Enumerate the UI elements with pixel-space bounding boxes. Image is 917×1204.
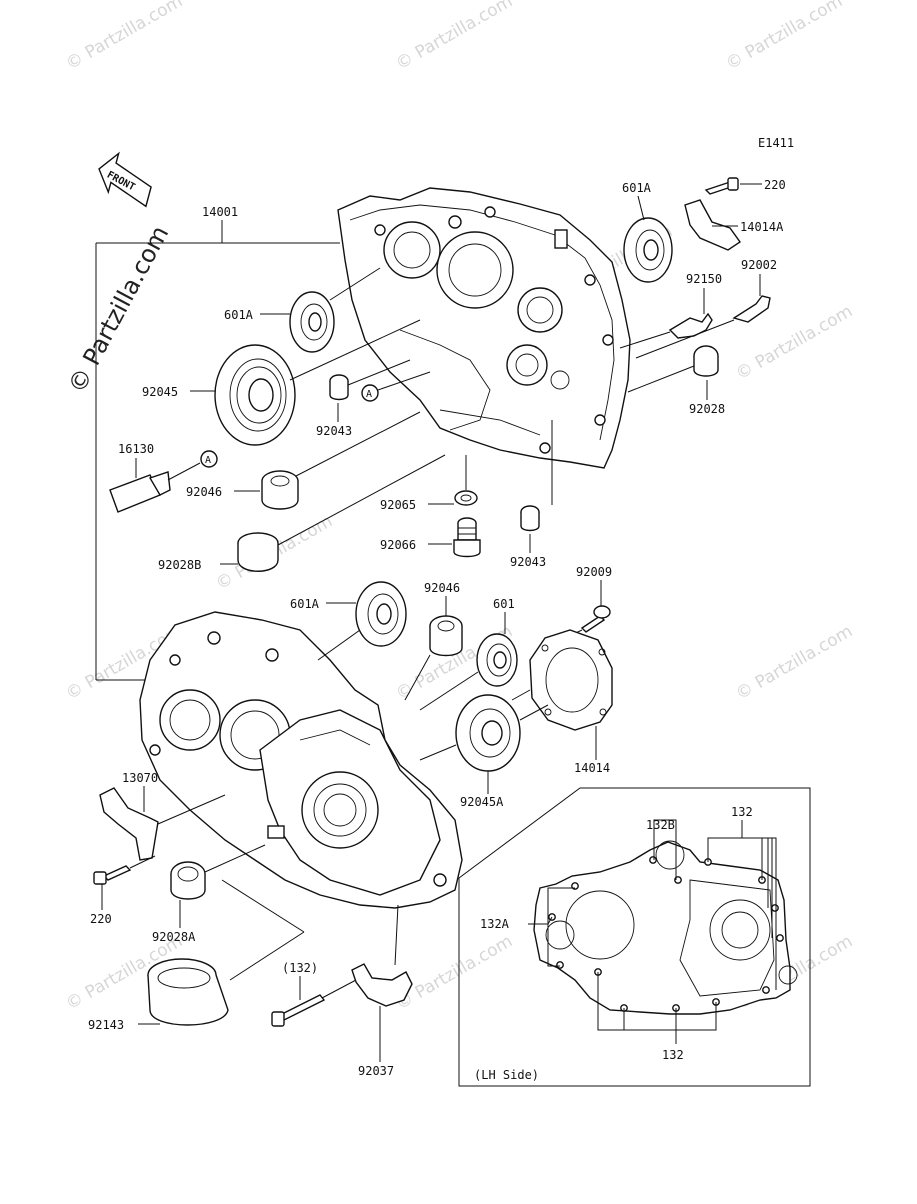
valve-16130	[109, 471, 171, 513]
watermark-text: © Partzilla.com	[63, 0, 187, 74]
watermark-text: © Partzilla.com	[733, 621, 857, 704]
bolt-220-top	[704, 177, 739, 195]
dowel-92043-b	[520, 505, 540, 532]
callout-92065: 92065	[380, 498, 416, 512]
cap-92028	[693, 345, 719, 377]
bearing-601A-top	[623, 217, 673, 283]
marker-A-label: A	[205, 455, 211, 466]
callout-14014: 14014	[574, 761, 610, 775]
seal-92028A	[170, 861, 206, 900]
callout-132B: 132B	[646, 818, 675, 832]
collar-92046-b	[429, 615, 463, 657]
callout-16130: 16130	[118, 442, 154, 456]
callout-601A-top: 601A	[622, 181, 652, 195]
drain-plug-92066	[453, 517, 481, 558]
inset-lh-side	[458, 787, 811, 1087]
callout-92046-b: 92046	[424, 581, 460, 595]
screw-92009	[580, 605, 611, 633]
bearing-601A-mid	[355, 581, 407, 647]
marker-A-label: A	[366, 389, 372, 400]
callout-132-bottom: 132	[662, 1048, 684, 1062]
bracket-13070	[99, 787, 159, 861]
stud-92150	[668, 312, 713, 339]
bearing-92045	[214, 344, 296, 446]
callout-92028A: 92028A	[152, 930, 196, 944]
reference-marker-A	[361, 384, 379, 402]
callout-13070: 13070	[122, 771, 158, 785]
callout-92009: 92009	[576, 565, 612, 579]
bolt-220-bottom	[93, 865, 132, 885]
callout-92143: 92143	[88, 1018, 124, 1032]
callout-92045: 92045	[142, 385, 178, 399]
callout-92046-a: 92046	[186, 485, 222, 499]
crankcase-left-half	[139, 611, 463, 909]
callout-601A-mid: 601A	[290, 597, 320, 611]
bearing-601A-left	[289, 291, 335, 353]
watermark-text: © Partzilla.com	[393, 0, 517, 74]
bearing-601	[476, 633, 518, 687]
watermark-text: © Partzilla.com	[393, 931, 517, 1014]
callout-132-top: 132	[731, 805, 753, 819]
ring-92143	[147, 958, 229, 1026]
cover-14014	[529, 629, 613, 731]
bracket-14001	[95, 220, 340, 681]
callout-92028B: 92028B	[158, 558, 201, 572]
washer-92065	[454, 490, 478, 506]
callout-601A-left: 601A	[224, 308, 254, 322]
cap-92028B	[237, 532, 279, 572]
reference-marker-A-lower	[200, 450, 218, 468]
bolt-132	[271, 994, 326, 1027]
diagram-code: E1411	[758, 136, 794, 150]
watermark-text: © Partzilla.com	[723, 0, 847, 74]
dowel-92043-a	[329, 374, 349, 401]
callout-220-top: 220	[764, 178, 786, 192]
bearing-92045A	[455, 694, 521, 772]
bolt-92002	[732, 295, 771, 323]
callout-92043-b: 92043	[510, 555, 546, 569]
callout-601: 601	[493, 597, 515, 611]
callout-92002: 92002	[741, 258, 777, 272]
callout-92037: 92037	[358, 1064, 394, 1078]
callout-92045A: 92045A	[460, 795, 504, 809]
front-arrow-icon: FRONT	[98, 151, 152, 208]
plate-14014A	[684, 199, 741, 251]
callout-132A: 132A	[480, 917, 510, 931]
clamp-92037	[351, 963, 413, 1007]
callout-92150: 92150	[686, 272, 722, 286]
callout-92066: 92066	[380, 538, 416, 552]
callout-132-paren: (132)	[282, 961, 318, 975]
callout-14014A: 14014A	[740, 220, 784, 234]
collar-92046-a	[261, 470, 299, 510]
crankcase-right-half	[337, 187, 631, 469]
inset-label: (LH Side)	[474, 1068, 539, 1082]
callout-92028: 92028	[689, 402, 725, 416]
callout-220-bottom: 220	[90, 912, 112, 926]
callout-92043-a: 92043	[316, 424, 352, 438]
callout-14001: 14001	[202, 205, 238, 219]
watermark-main: © Partzilla.com	[63, 221, 175, 398]
